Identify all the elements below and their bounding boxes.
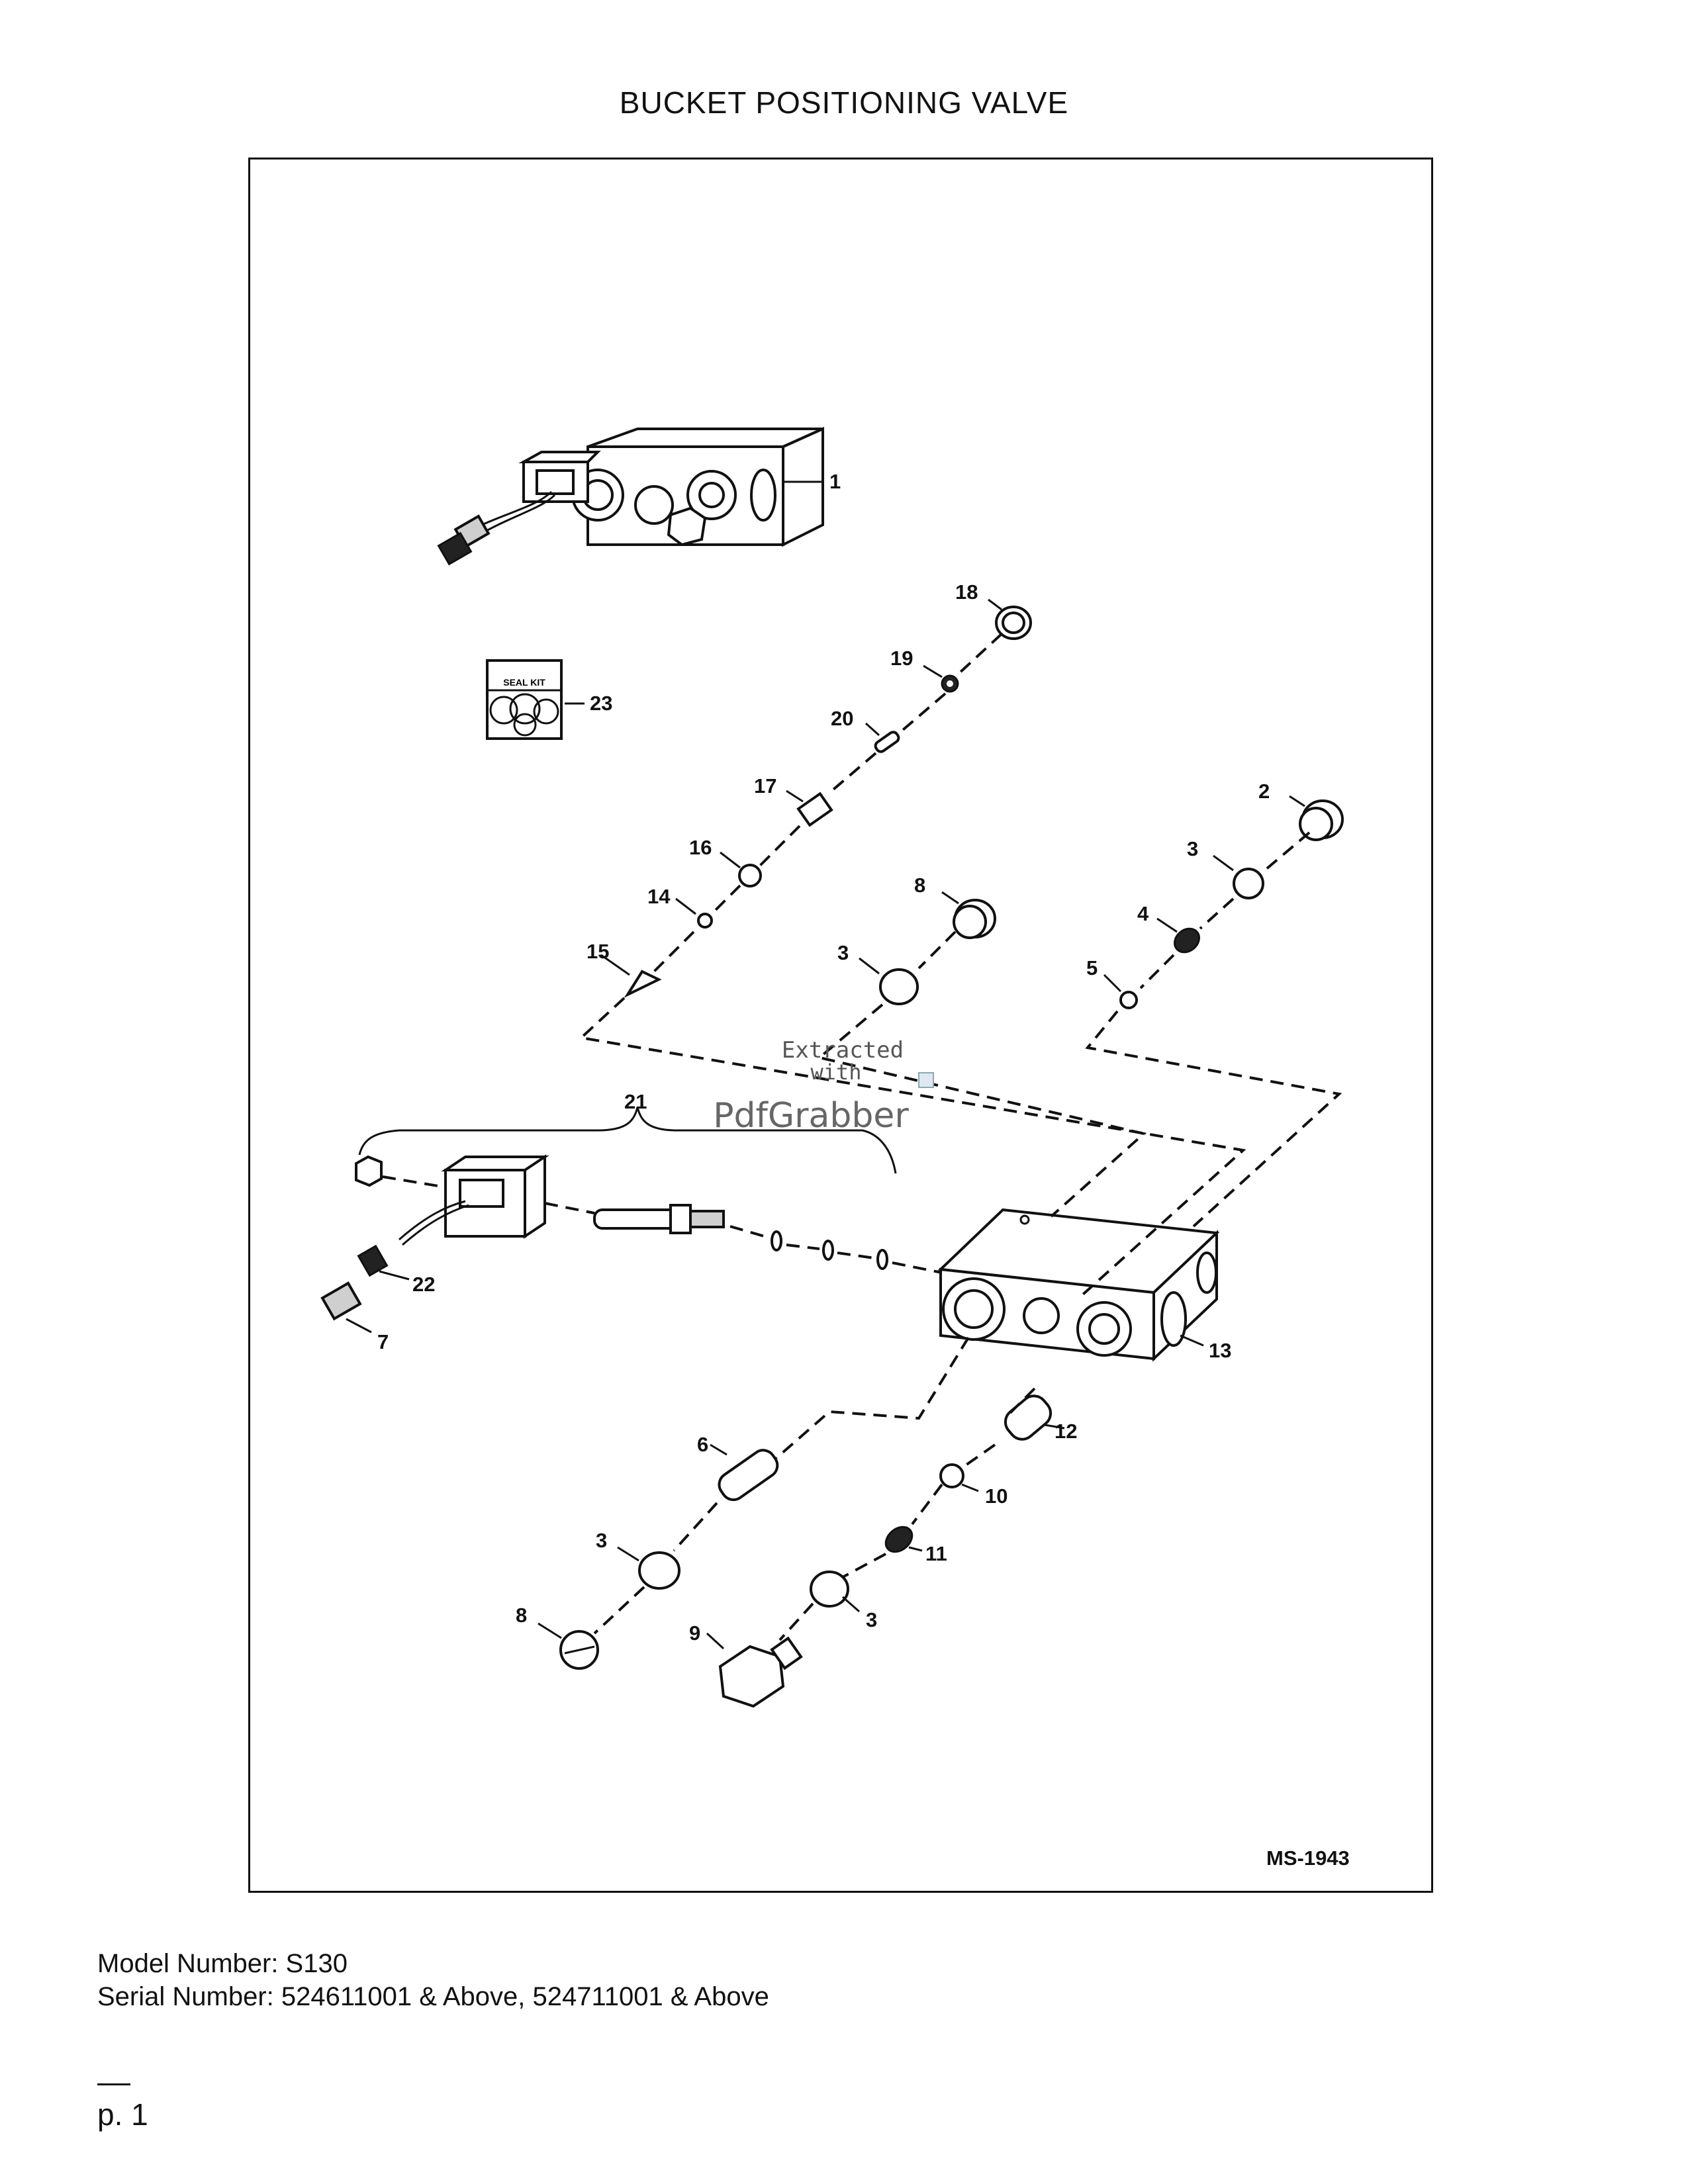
parts-diagram-frame: SEAL KIT (248, 158, 1433, 1893)
callout-1: 1 (829, 470, 841, 493)
serial-number: Serial Number: 524611001 & Above, 524711… (97, 1982, 769, 2011)
leader-lines (346, 480, 1305, 1650)
callout-20: 20 (831, 707, 853, 730)
footer-divider (97, 2083, 130, 2085)
valve-assembly (437, 426, 824, 566)
callout-5: 5 (1086, 956, 1098, 979)
callout-19: 19 (890, 647, 913, 670)
callout-18: 18 (955, 580, 978, 604)
callout-16: 16 (689, 836, 712, 859)
callout-2: 2 (1258, 780, 1270, 803)
callout-6: 6 (697, 1433, 708, 1456)
valve-body (937, 1208, 1220, 1362)
page-number: p. 1 (97, 2097, 148, 2132)
middle-parts (879, 899, 996, 1005)
callout-14: 14 (647, 885, 671, 908)
callout-3: 3 (596, 1529, 607, 1552)
lower-parts (559, 1394, 1053, 1708)
callout-12: 12 (1055, 1420, 1077, 1443)
solenoid-kit (320, 1154, 888, 1321)
bracket-21 (358, 1107, 897, 1174)
page-title: BUCKET POSITIONING VALVE (619, 85, 1069, 120)
callout-21: 21 (624, 1090, 647, 1113)
callout-3: 3 (1187, 837, 1198, 860)
watermark: Extracted with PdfGrabber (713, 1037, 934, 1136)
callout-4: 4 (1137, 902, 1149, 925)
callout-3: 3 (866, 1608, 877, 1631)
callout-17: 17 (754, 774, 776, 797)
assembly-lines (382, 633, 1342, 1641)
callout-23: 23 (590, 692, 612, 715)
drawing-number: MS-1943 (1266, 1846, 1350, 1870)
seal-kit-icon: SEAL KIT (486, 659, 563, 740)
parts-diagram: SEAL KIT (320, 426, 1350, 1870)
callout-8: 8 (516, 1604, 527, 1627)
callout-10: 10 (985, 1484, 1008, 1508)
model-number: Model Number: S130 (97, 1949, 348, 1978)
callout-13: 13 (1209, 1339, 1231, 1362)
callout-22: 22 (412, 1273, 435, 1296)
seal-kit-label: SEAL KIT (503, 677, 545, 688)
callout-9: 9 (689, 1621, 700, 1645)
right-parts (1119, 799, 1344, 1009)
callout-labels: 1 2 3 3 3 3 4 5 6 7 8 8 9 10 11 12 13 14… (377, 470, 1270, 1645)
upper-left-parts (624, 606, 1032, 998)
callout-15: 15 (586, 940, 609, 963)
callout-8: 8 (914, 874, 925, 897)
watermark-line-2: with (810, 1060, 861, 1085)
watermark-logo-icon (918, 1072, 934, 1088)
watermark-line-1: Extracted (782, 1037, 904, 1064)
watermark-brand: PdfGrabber (713, 1096, 909, 1136)
callout-11: 11 (925, 1542, 947, 1565)
callout-7: 7 (377, 1330, 389, 1353)
callout-3: 3 (837, 941, 849, 964)
